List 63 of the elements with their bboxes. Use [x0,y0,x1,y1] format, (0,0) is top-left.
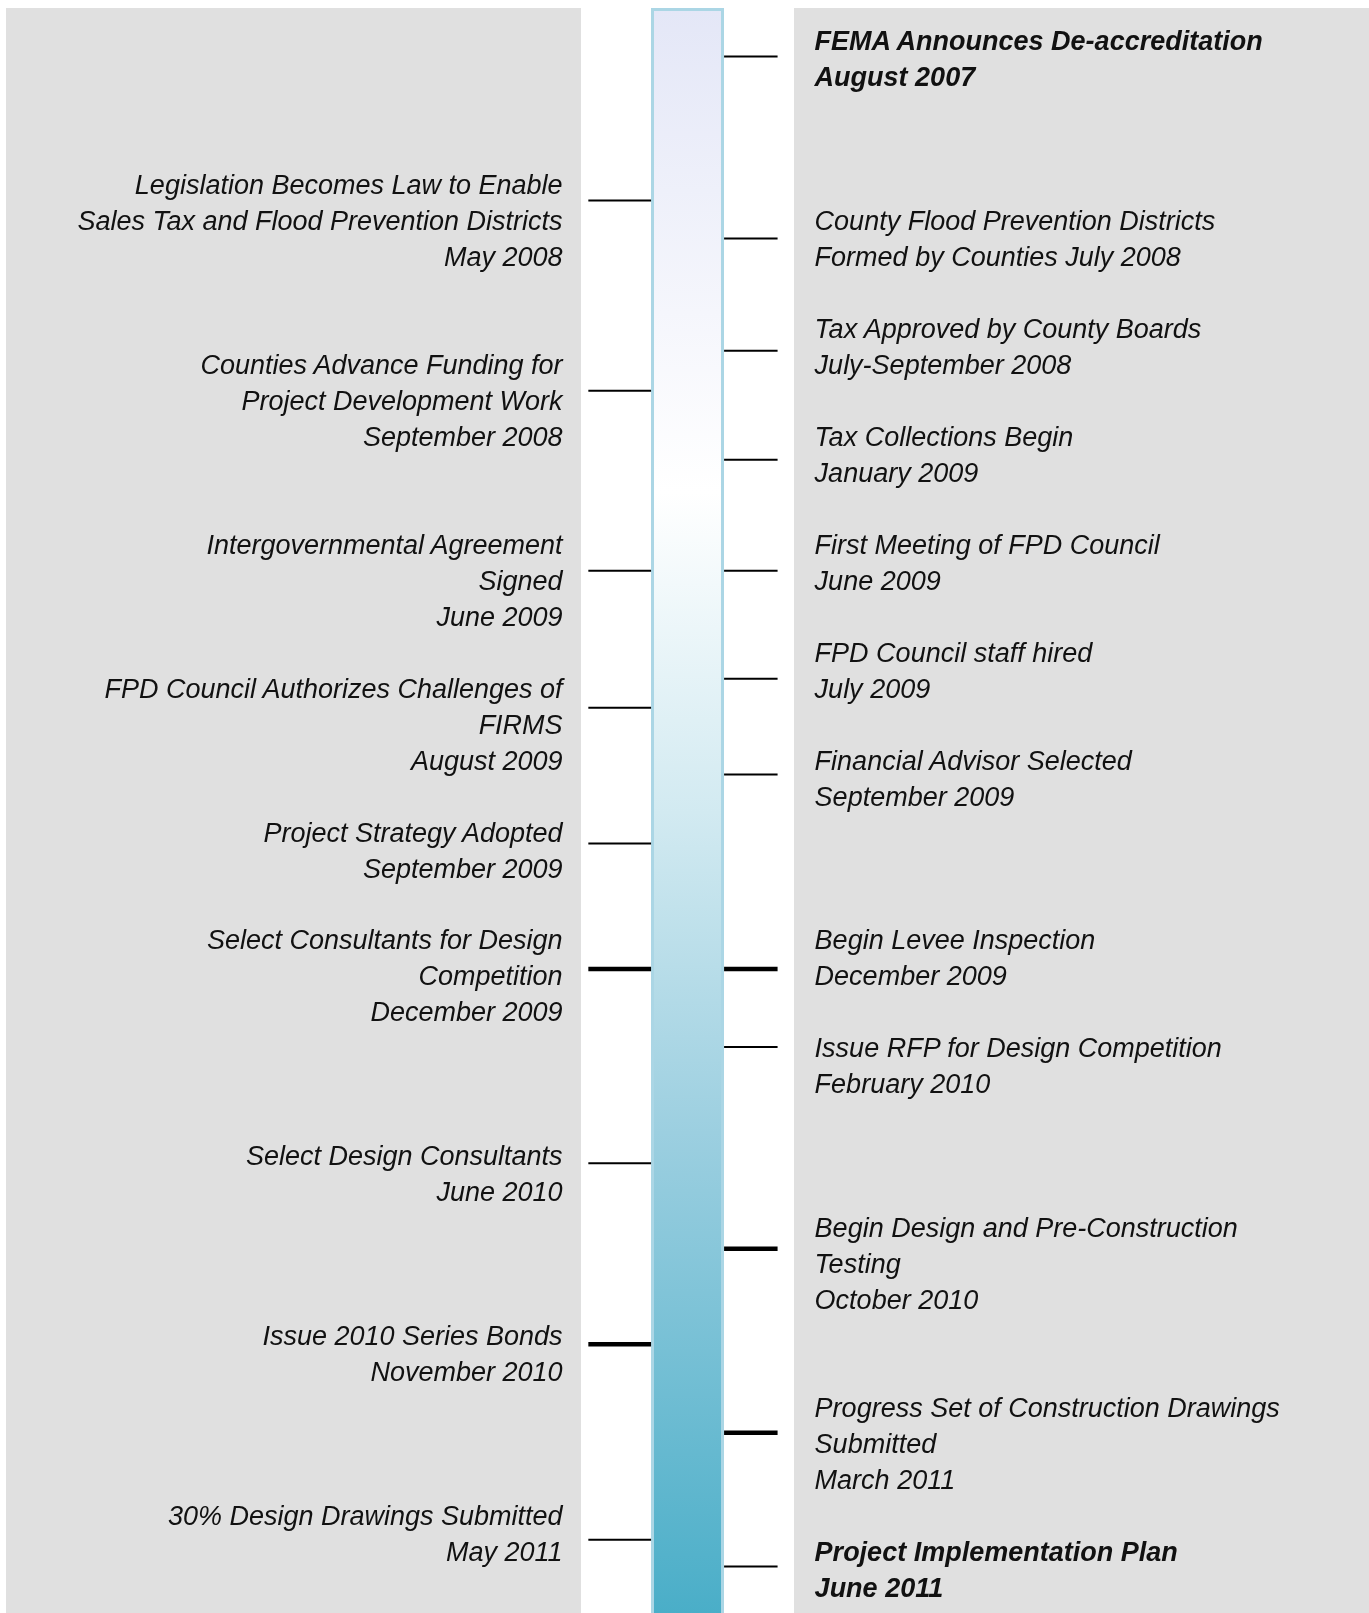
event-text: June 2009 [435,600,563,634]
event-text: Project Implementation Plan [814,1535,1179,1569]
event-text: Tax Collections Begin [814,420,1075,454]
event-text: 30% Design Drawings Submitted [166,1499,563,1533]
leader-line [723,237,779,240]
event-text: Tax Approved by County Boards [814,312,1203,346]
event-text: June 2010 [435,1175,563,1209]
event-text: February 2010 [814,1067,992,1101]
event-text: County Flood Prevention Districts Formed by Counties July 2008 [814,204,1217,274]
event-text: Begin Design and Pre-Construction Testing [814,1211,1239,1281]
event-text: Issue 2010 Series Bonds [261,1319,563,1353]
leader-line [723,1046,779,1049]
event-text: December 2009 [814,959,1008,993]
event-text: FEMA Announces De-accreditation [814,24,1264,58]
event-text: October 2010 [814,1283,980,1317]
event-text: May 2008 [443,240,563,274]
leader-line [723,349,779,352]
leader-line [588,1342,652,1347]
event-text: August 2009 [409,744,563,778]
event-text: FPD Council Authorizes Challenges of FIRMS [103,672,563,742]
event-text: August 2007 [814,60,978,94]
leader-line [723,1565,779,1568]
leader-line [587,1538,653,1541]
leader-line [723,458,779,461]
leader-line [587,199,653,202]
event-text: Progress Set of Construction Drawings Submitted [814,1391,1281,1461]
leader-line [723,569,779,572]
event-text: June 2009 [814,564,942,598]
event-text: May 2011 [445,1535,563,1569]
event-text: July 2009 [814,672,932,706]
event-text: November 2010 [369,1355,563,1389]
event-text: Intergovernmental Agreement Signed [205,528,563,598]
event-text: July-September 2008 [814,348,1073,382]
leader-line [724,1246,778,1251]
leader-line [723,773,779,776]
event-text: Legislation Becomes Law to Enable Sales Tax and Flood Prevention Districts [76,168,563,238]
event-text: Begin Levee Inspection [814,923,1097,957]
event-text: September 2008 [362,420,563,454]
event-text: Project Strategy Adopted [262,816,563,850]
event-text: Financial Advisor Selected [814,744,1134,778]
event-text: FPD Council staff hired [814,636,1094,670]
leader-line [587,569,653,572]
event-text: June 2011 [814,1571,945,1605]
leader-line [587,1162,653,1165]
event-text: Select Design Consultants [244,1139,563,1173]
timeline-bar [651,8,725,1613]
leader-line [588,966,652,972]
event-text: Select Consultants for Design Competition [205,923,563,993]
event-text: September 2009 [362,852,563,886]
event-text: First Meeting of FPD Council [814,528,1162,562]
event-text: December 2009 [369,995,563,1029]
leader-line [723,677,779,680]
leader-line [724,1430,778,1435]
event-text: March 2011 [814,1463,957,1497]
leader-line [587,842,653,845]
event-text: September 2009 [814,780,1016,814]
leader-line [587,389,653,392]
leader-line [724,966,778,972]
event-text: Issue RFP for Design Competition [814,1031,1223,1065]
leader-line [723,55,779,58]
event-text: Counties Advance Funding for Project Development Work [199,348,563,418]
event-text: January 2009 [814,456,980,490]
leader-line [587,706,653,709]
